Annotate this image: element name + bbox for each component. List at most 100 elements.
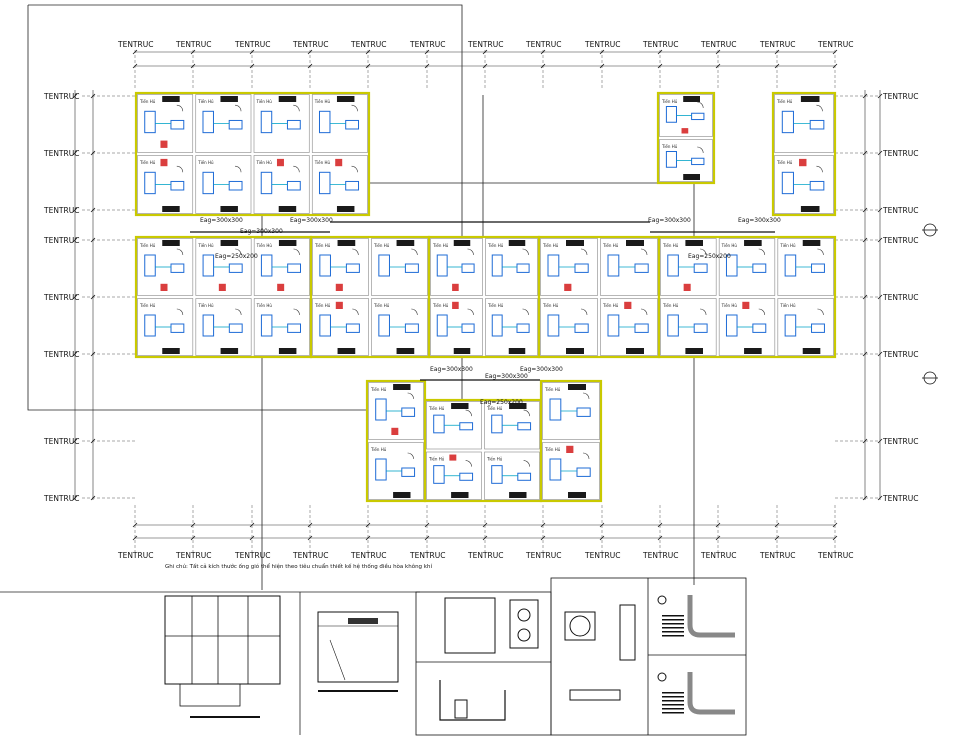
grid-tag: TENTRUC <box>117 40 153 49</box>
section-outline <box>317 611 399 683</box>
pipe-note-line <box>662 619 684 621</box>
dim-tick <box>365 49 371 55</box>
dim-tick <box>190 535 196 541</box>
pipe-note-line <box>662 627 684 629</box>
dim-tick <box>132 63 138 69</box>
outer-wall <box>657 235 837 359</box>
room-label: Tiền Hủ <box>779 303 796 308</box>
grid-tag: TENTRUC <box>882 206 918 215</box>
door-swing <box>700 308 707 316</box>
dim-tick <box>599 63 605 69</box>
room <box>311 94 368 153</box>
dim-tick <box>90 207 96 213</box>
room-label: Tiền Hủ <box>256 99 273 104</box>
duct-label: Eag=300x300 <box>240 228 283 235</box>
grid-tag: TENTRUC <box>882 437 918 446</box>
room <box>312 298 369 356</box>
pipe-note-line <box>662 696 684 698</box>
grid-tag: TENTRUC <box>43 293 79 302</box>
duct-unit <box>319 254 331 277</box>
duct-unit <box>691 112 705 121</box>
shaft-block <box>685 240 703 246</box>
shaft-block <box>336 96 355 102</box>
duct-unit <box>318 171 331 195</box>
duct-unit <box>691 157 705 166</box>
hatch-block <box>160 140 168 148</box>
grid-tag: TENTRUC <box>525 551 561 560</box>
dim-tick <box>72 93 78 99</box>
dim-tick <box>307 49 313 55</box>
room-label: Tiền Hủ <box>602 303 619 308</box>
door-swing <box>465 409 472 417</box>
duct-unit <box>634 263 649 273</box>
room <box>371 298 428 356</box>
door-swing <box>697 101 704 109</box>
room-label: Tiền Hủ <box>662 243 679 248</box>
duct-unit <box>517 422 532 431</box>
room <box>485 238 538 296</box>
room <box>137 298 194 356</box>
footnote: Ghi chú: Tất cả kích thước ống gió thể h… <box>165 562 432 570</box>
room <box>312 238 369 296</box>
dim-tick <box>72 150 78 156</box>
shaft-block <box>568 384 586 390</box>
dim-tick <box>190 63 196 69</box>
shaft-block <box>451 403 469 409</box>
grid-tag: TENTRUC <box>817 551 853 560</box>
dim-tick <box>599 522 605 528</box>
door-swing <box>293 104 300 112</box>
door-swing <box>522 308 529 316</box>
room-label: Tiền Hủ <box>661 99 678 104</box>
shaft-block <box>509 492 527 498</box>
dim-tick <box>862 237 868 243</box>
shaft-block <box>278 206 297 212</box>
door-swing <box>817 308 824 316</box>
grid-tag: TENTRUC <box>292 551 328 560</box>
room <box>371 238 428 296</box>
grid-tag: TENTRUC <box>817 40 853 49</box>
outer-wall <box>134 91 371 217</box>
pipe-detail <box>657 595 735 715</box>
room-label: Tiền Hủ <box>373 303 390 308</box>
duct-unit <box>665 151 677 168</box>
room <box>600 238 658 296</box>
dim-tick <box>774 535 780 541</box>
room <box>253 238 310 296</box>
door-swing <box>758 248 766 256</box>
grid-labels-right: TENTRUCTENTRUCTENTRUCTENTRUCTENTRUCTENTR… <box>835 92 918 503</box>
dim-tick <box>90 495 96 501</box>
dim-tick <box>249 63 255 69</box>
duct-unit <box>752 323 767 333</box>
hatch-block <box>391 427 399 435</box>
hatch-block <box>335 158 343 167</box>
dim-tick <box>877 438 883 444</box>
duct-unit <box>549 398 562 421</box>
dim-tick <box>862 294 868 300</box>
room-label: Tiền Hủ <box>486 406 503 411</box>
corridor-ducts <box>190 221 775 381</box>
dim-tick <box>307 63 313 69</box>
grid-tag: TENTRUC <box>759 551 795 560</box>
door-swing <box>580 248 588 256</box>
duct-unit <box>202 110 214 134</box>
room <box>311 155 368 214</box>
dim-tick <box>657 535 663 541</box>
outer-wall <box>656 91 716 185</box>
dim-tick <box>877 351 883 357</box>
shaft-block <box>802 348 821 354</box>
duct-unit <box>202 314 215 337</box>
grid-tag: TENTRUC <box>43 350 79 359</box>
dim-tick <box>90 93 96 99</box>
dim-tick <box>424 535 430 541</box>
grid-tag: TENTRUC <box>467 40 503 49</box>
duct-unit <box>404 323 419 333</box>
door-swing <box>176 308 184 316</box>
room-label: Tiền Hủ <box>428 406 445 411</box>
duct-unit <box>404 263 419 273</box>
duct-unit <box>401 467 416 477</box>
grid-tag: TENTRUC <box>175 40 211 49</box>
shaft-block <box>393 384 411 390</box>
duct-unit <box>491 254 503 277</box>
